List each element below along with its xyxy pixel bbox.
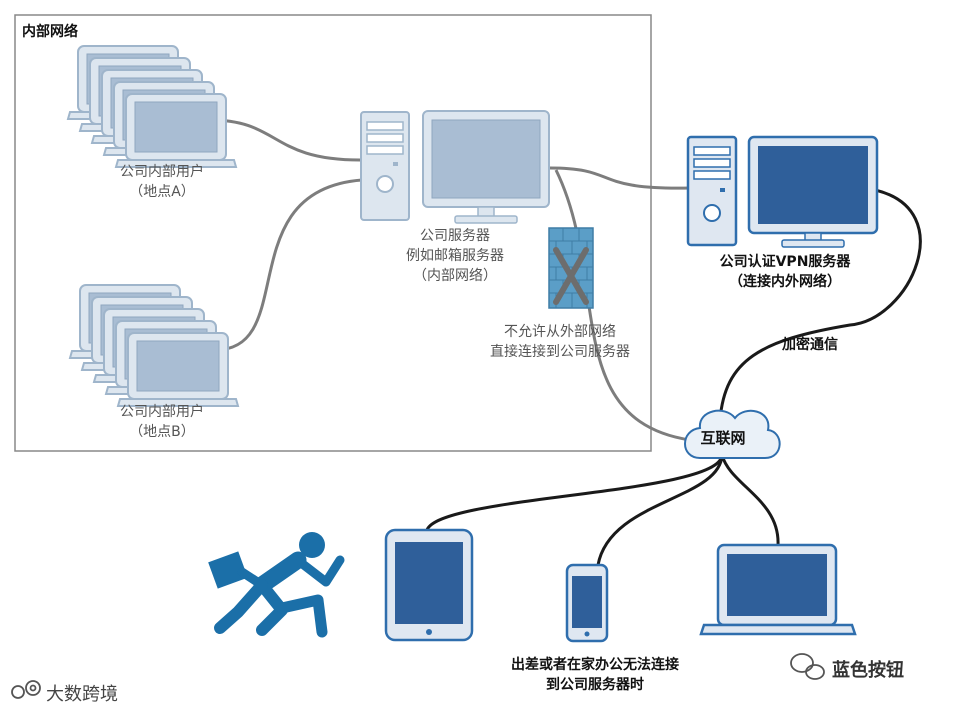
company-server-line2: 例如邮箱服务器 <box>406 248 504 264</box>
vpn-server-label: 公司认证VPN服务器 （连接内外网络） <box>690 252 880 292</box>
cloud-icon <box>684 409 781 459</box>
users-b-label: 公司内部用户 （地点B） <box>92 402 232 442</box>
users-a-line1: 公司内部用户 <box>120 164 204 180</box>
phone-icon <box>565 563 609 643</box>
running-man-icon <box>208 532 345 638</box>
users-a-line2: （地点A） <box>129 184 195 200</box>
company-server-line1: 公司服务器 <box>420 228 490 244</box>
watermark-left-icon <box>11 680 41 699</box>
firewall-note-line2: 直接连接到公司服务器 <box>490 344 630 360</box>
company-server-line3: （内部网络） <box>413 268 497 284</box>
internal-network-title: 内部网络 <box>22 24 78 40</box>
users-b-line1: 公司内部用户 <box>120 404 204 420</box>
internet-label: 互联网 <box>700 429 746 447</box>
company-server-icon <box>360 110 550 224</box>
remote-users-line2: 到公司服务器时 <box>546 677 644 693</box>
internal-network-boundary <box>14 14 652 452</box>
remote-users-line1: 出差或者在家办公无法连接 <box>511 657 679 673</box>
vpn-server-icon <box>686 135 879 248</box>
black-cables <box>425 188 922 566</box>
tablet-icon <box>384 528 474 642</box>
users-b-line2: （地点B） <box>129 424 195 440</box>
watermark-left: 大数跨境 <box>46 684 118 705</box>
users-a-label: 公司内部用户 （地点A） <box>92 162 232 202</box>
laptop-stack-a-icon <box>67 45 237 168</box>
laptop-stack-b-icon <box>69 284 239 407</box>
firewall-note: 不允许从外部网络 直接连接到公司服务器 <box>470 322 650 362</box>
laptop-icon <box>699 543 857 636</box>
watermark-right: 蓝色按钮 <box>832 660 904 681</box>
remote-users-label: 出差或者在家办公无法连接 到公司服务器时 <box>480 655 710 695</box>
firewall-blocked-icon <box>548 227 594 309</box>
company-server-label: 公司服务器 例如邮箱服务器 （内部网络） <box>385 226 525 286</box>
vpn-server-line2: （连接内外网络） <box>729 274 841 290</box>
gray-cables <box>209 118 691 442</box>
wechat-icon <box>790 653 825 680</box>
firewall-note-line1: 不允许从外部网络 <box>504 324 616 340</box>
vpn-server-line1: 公司认证VPN服务器 <box>719 254 851 270</box>
encrypted-link-label: 加密通信 <box>782 337 838 353</box>
